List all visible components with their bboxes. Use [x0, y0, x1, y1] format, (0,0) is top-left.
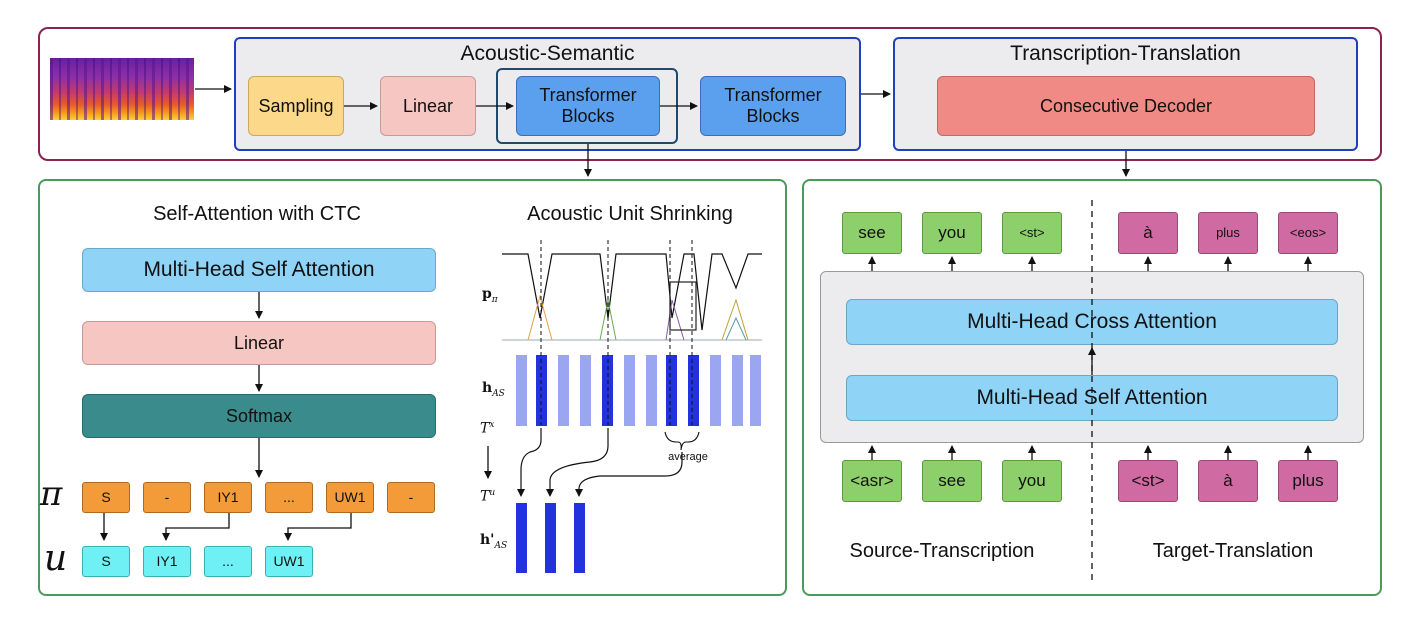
tx-main: T — [480, 420, 490, 437]
hidden-state-bar — [558, 355, 569, 426]
shrunk-state-bar — [516, 503, 527, 573]
tx-label: Tx — [480, 420, 494, 437]
output-token: <st> — [1002, 212, 1062, 254]
h-prime-label: h'AS — [480, 532, 507, 551]
input-token: à — [1198, 460, 1258, 502]
h-as-sub: AS — [492, 388, 505, 399]
hidden-state-bar-selected — [688, 355, 699, 426]
hidden-state-bar — [646, 355, 657, 426]
sampling-block: Sampling — [248, 76, 344, 136]
shrunk-state-bar — [545, 503, 556, 573]
pi-token: - — [387, 482, 435, 513]
input-token: plus — [1278, 460, 1338, 502]
tu-main: T — [480, 488, 490, 505]
input-token: <asr> — [842, 460, 902, 502]
linear-block: Linear — [380, 76, 476, 136]
pi-token: UW1 — [326, 482, 374, 513]
output-token: you — [922, 212, 982, 254]
pi-token: S — [82, 482, 130, 513]
ctc-softmax-block: Softmax — [82, 394, 436, 438]
h-prime-main: h' — [480, 532, 495, 548]
hidden-state-bar — [516, 355, 527, 426]
pi-token: - — [143, 482, 191, 513]
hidden-state-bar — [710, 355, 721, 426]
ctc-title: Self-Attention with CTC — [153, 203, 361, 225]
decoder-detail-frame — [802, 179, 1382, 596]
tu-sup: u — [489, 488, 496, 498]
arrow-pi-uw1-to-u-uw1 — [284, 513, 352, 541]
hidden-state-bar — [580, 355, 591, 426]
hidden-state-bar-selected — [666, 355, 677, 426]
input-token: you — [1002, 460, 1062, 502]
spectrogram-image — [50, 58, 194, 120]
p-pi-main: p — [482, 286, 492, 302]
output-token: à — [1118, 212, 1178, 254]
p-pi-label: pπ — [482, 286, 498, 305]
alignment-guides — [540, 240, 693, 425]
u-symbol: u — [44, 538, 68, 579]
shrink-arrow-2 — [546, 428, 609, 497]
pi-token: IY1 — [204, 482, 252, 513]
h-as-label: hAS — [482, 380, 505, 399]
pi-symbol: π — [40, 474, 63, 514]
u-token: UW1 — [265, 546, 313, 577]
input-token: see — [922, 460, 982, 502]
ctc-linear-block: Linear — [82, 321, 436, 365]
source-transcription-label: Source-Transcription — [849, 540, 1035, 562]
p-pi-sub: π — [491, 294, 498, 305]
hidden-state-bar — [732, 355, 743, 426]
top-pipeline-frame — [38, 27, 1382, 161]
average-label: average — [668, 451, 708, 463]
input-token: <st> — [1118, 460, 1178, 502]
consecutive-decoder-block: Consecutive Decoder — [937, 76, 1315, 136]
average-brace — [664, 431, 700, 451]
shrinking-title: Acoustic Unit Shrinking — [527, 203, 733, 225]
pi-token: ... — [265, 482, 313, 513]
shrink-arrow-1 — [517, 428, 542, 497]
h-prime-sub: AS — [494, 540, 508, 551]
acoustic-semantic-title: Acoustic-Semantic — [460, 42, 635, 65]
hidden-state-bar — [750, 355, 761, 426]
arrow-pi-iy1-to-u-iy1 — [162, 513, 230, 541]
hidden-state-bar — [624, 355, 635, 426]
h-as-main: h — [482, 380, 493, 396]
output-token: see — [842, 212, 902, 254]
encoder-detail-frame — [38, 179, 787, 596]
u-token: ... — [204, 546, 252, 577]
output-token: <eos> — [1278, 212, 1338, 254]
transcription-translation-title: Transcription-Translation — [1010, 42, 1241, 65]
blank-probability-curve — [502, 253, 762, 331]
tu-label: Tu — [480, 488, 495, 505]
unit-curve-teal — [725, 316, 747, 341]
probability-plot — [484, 240, 762, 497]
output-token: plus — [1198, 212, 1258, 254]
unit-curve-purple — [665, 299, 685, 341]
u-token: IY1 — [143, 546, 191, 577]
shrink-arrow-3 — [575, 452, 683, 497]
u-token: S — [82, 546, 130, 577]
unit-curve-olive — [721, 298, 749, 341]
shrunk-state-bar — [574, 503, 585, 573]
transformer-blocks-1: Transformer Blocks — [516, 76, 660, 136]
ctc-mhsa-block: Multi-Head Self Attention — [82, 248, 436, 292]
transformer-blocks-2: Transformer Blocks — [700, 76, 846, 136]
tx-sup: x — [489, 420, 495, 430]
unit-curve-orange — [527, 294, 553, 341]
target-translation-label: Target-Translation — [1152, 540, 1314, 562]
